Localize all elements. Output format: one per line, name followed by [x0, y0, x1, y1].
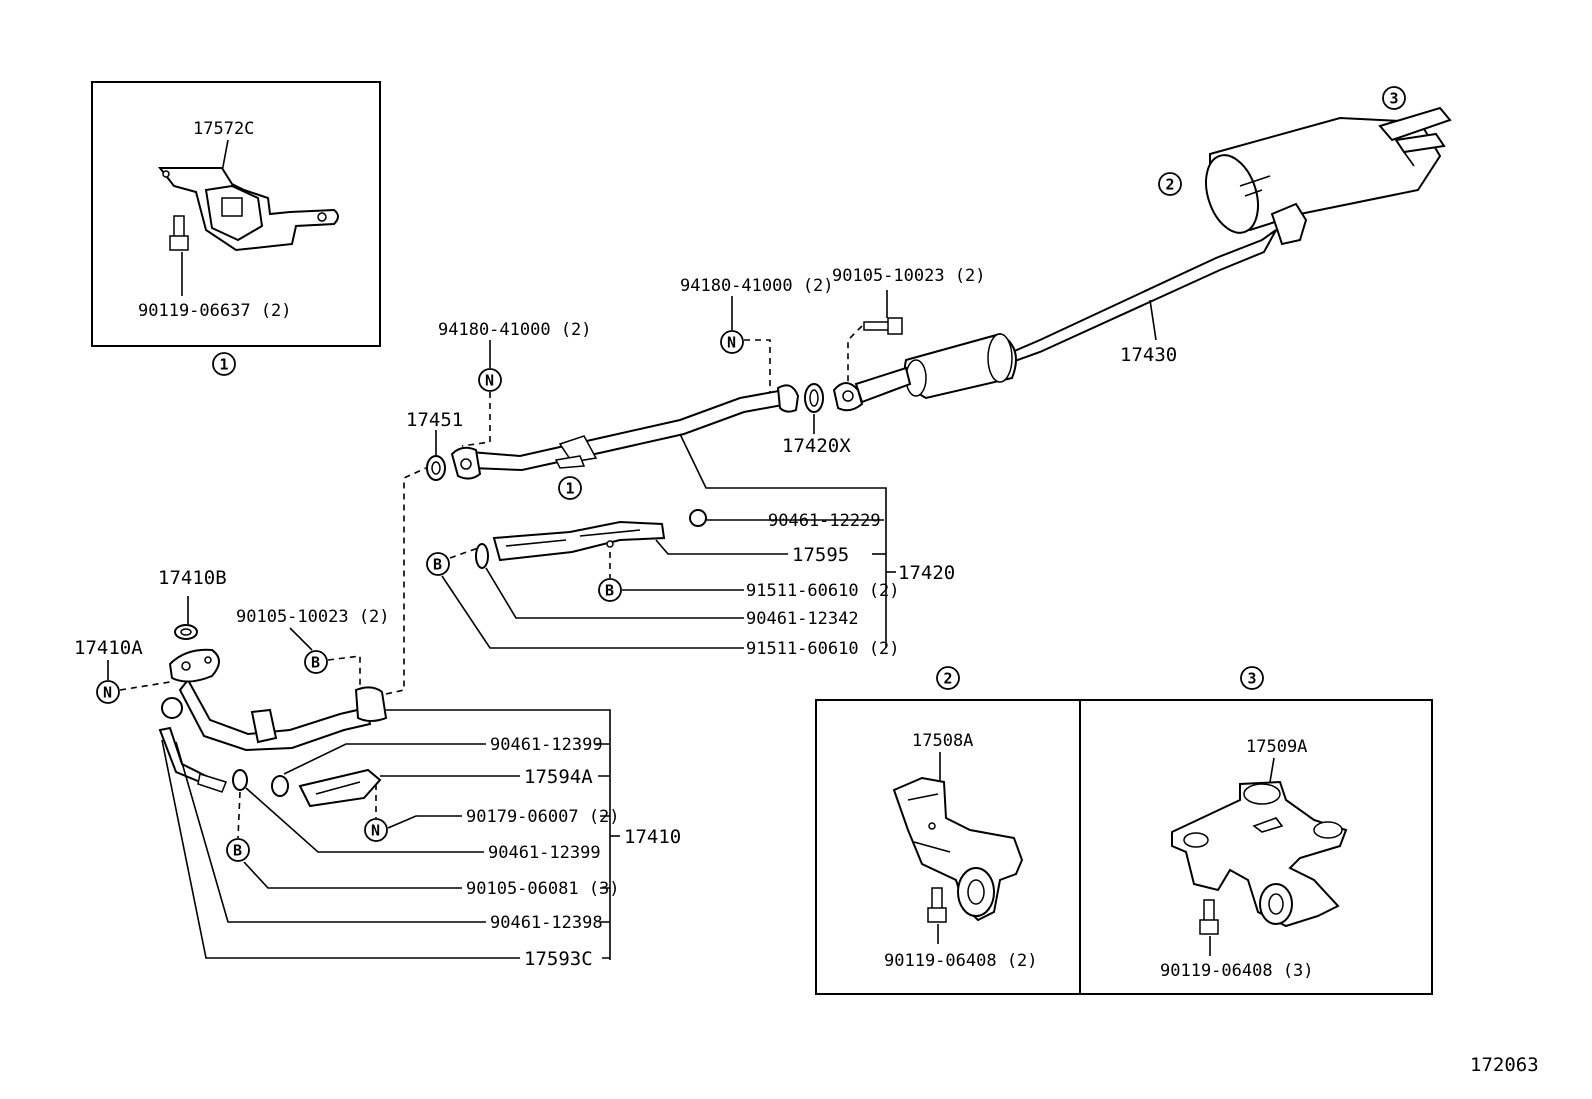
gasket-17420x	[804, 383, 824, 413]
part-label-90461-12229: 90461-12229	[768, 511, 881, 531]
svg-text:B: B	[311, 654, 320, 672]
bolt-label-90119-06408-2: 90119-06408 (2)	[884, 951, 1038, 971]
ref-circle-3-muffler	[1382, 86, 1406, 110]
tail-pipe-assembly	[832, 106, 1452, 412]
center-pipe-17420	[450, 384, 800, 480]
ref-circle-2-muffler	[1158, 172, 1182, 196]
heat-insulator-17595	[492, 520, 666, 562]
svg-text:N: N	[103, 684, 112, 702]
part-label-17430: 17430	[1120, 344, 1177, 366]
front-pipe-17410	[158, 648, 388, 793]
svg-text:N: N	[727, 334, 736, 352]
part-label-17509a: 17509A	[1246, 737, 1307, 757]
nut-symbol-n-front	[478, 368, 502, 392]
nut-symbol-n-rear	[720, 330, 744, 354]
bolt-label-90105-10023-rear: 90105-10023 (2)	[832, 266, 986, 286]
part-label-91511-60610-a: 91511-60610 (2)	[746, 581, 900, 601]
bolt-icon	[863, 317, 903, 335]
part-label-90179-06007: 90179-06007 (2)	[466, 807, 620, 827]
part-label-17451: 17451	[406, 409, 463, 431]
leaders-17410	[161, 709, 620, 960]
bolt-icon	[1199, 899, 1219, 935]
part-label-17410a: 17410A	[74, 637, 143, 659]
part-label-17420: 17420	[898, 562, 955, 584]
svg-text:1: 1	[566, 480, 575, 498]
nut-label-94180-41000-rear: 94180-41000 (2)	[680, 276, 834, 296]
svg-text:B: B	[233, 842, 242, 860]
svg-text:2: 2	[1166, 176, 1175, 194]
clamp-90461-12229	[689, 509, 707, 527]
part-label-90461-12342: 90461-12342	[746, 609, 859, 629]
part-label-17572c: 17572C	[193, 119, 254, 139]
gasket-17451	[426, 455, 446, 481]
figure-id: 172063	[1470, 1054, 1539, 1076]
ref-circle-3	[1240, 666, 1264, 690]
part-label-17594a: 17594A	[524, 766, 593, 788]
bolt-symbol-b-insulator	[426, 552, 450, 576]
bolt-symbol-b-insulator-front	[226, 838, 250, 862]
ref-circle-1-pipe	[558, 476, 582, 500]
part-label-17508a: 17508A	[912, 731, 973, 751]
part-label-90461-12399-b: 90461-12399	[488, 843, 601, 863]
bolt-symbol-b-front	[304, 650, 328, 674]
inset-box-1: 17572C 90119-06637 (2) 1	[91, 81, 381, 376]
svg-text:2: 2	[944, 670, 953, 688]
bolt-symbol-b-insulator-2	[598, 578, 622, 602]
bolt-label-90105-10023-front: 90105-10023 (2)	[236, 607, 390, 627]
inset-box-2: 2 17508A 90119-06408 (2)	[815, 666, 1081, 995]
svg-text:B: B	[605, 582, 614, 600]
inset-box-3: 3 17509A 90119-06408 (3)	[1079, 666, 1433, 995]
svg-text:N: N	[371, 822, 380, 840]
clamp-90461-12399-a	[271, 775, 289, 797]
part-label-17595: 17595	[792, 544, 849, 566]
ref-circle-1	[212, 352, 236, 376]
part-label-17593c: 17593C	[524, 948, 593, 970]
part-label-17410b: 17410B	[158, 567, 227, 589]
svg-text:B: B	[433, 556, 442, 574]
bolt-icon	[169, 215, 189, 251]
nut-symbol-n-insulator	[364, 818, 388, 842]
nut-label-94180-41000-front: 94180-41000 (2)	[438, 320, 592, 340]
clamp-90461-12399-b	[232, 769, 248, 791]
svg-text:3: 3	[1390, 90, 1399, 108]
hanger-bracket-17509a	[1171, 780, 1348, 928]
bolt-icon	[927, 887, 947, 923]
bolt-label-90119-06408-3: 90119-06408 (3)	[1160, 961, 1314, 981]
gasket-17410b	[174, 624, 198, 640]
part-label-17410: 17410	[624, 826, 681, 848]
nut-symbol-n-17410a	[96, 680, 120, 704]
bolt-label-90119-06637: 90119-06637 (2)	[138, 301, 292, 321]
part-label-90461-12398: 90461-12398	[490, 913, 603, 933]
part-label-17420x: 17420X	[782, 435, 851, 457]
leaders-17420	[441, 433, 896, 649]
heat-insulator-17594a	[298, 768, 382, 808]
svg-text:N: N	[485, 372, 494, 390]
svg-text:1: 1	[220, 356, 229, 374]
ref-circle-2	[936, 666, 960, 690]
part-label-91511-60610-b: 91511-60610 (2)	[746, 639, 900, 659]
part-label-90105-06081: 90105-06081 (3)	[466, 879, 620, 899]
hanger-bracket-17508a	[892, 776, 1024, 922]
clamp-90461-12342	[475, 543, 489, 569]
hanger-bracket-17572c	[157, 167, 339, 252]
svg-text:3: 3	[1248, 670, 1257, 688]
part-label-90461-12399-a: 90461-12399	[490, 735, 603, 755]
